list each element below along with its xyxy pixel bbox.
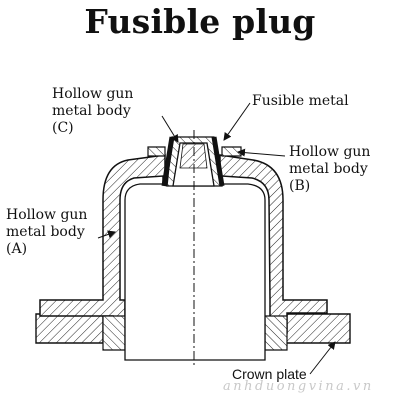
leader-body-a [97, 230, 116, 239]
leader-body-c [161, 115, 179, 143]
thread-left [102, 315, 126, 351]
body-a-shell [39, 154, 328, 335]
fusible-seal-left [161, 136, 175, 187]
label-body-b: Hollow gun metal body (B) [289, 144, 371, 194]
leader-crown-plate [309, 341, 336, 375]
leader-fusible-metal [223, 102, 251, 141]
crown-plate-left [35, 313, 104, 344]
watermark: anhduongvina.vn [223, 379, 374, 394]
label-body-a: Hollow gun metal body (A) [6, 207, 88, 257]
body-b-ring [147, 146, 166, 157]
crown-plate-right [277, 313, 351, 344]
label-crown-plate: Crown plate [232, 366, 307, 382]
label-fusible-metal: Fusible metal [252, 93, 349, 109]
body-b-ring-right [221, 146, 242, 157]
label-body-c: Hollow gun metal body (C) [52, 86, 134, 136]
inner-bore [124, 183, 266, 361]
diagram-title: Fusible plug [84, 2, 316, 41]
leader-body-b [237, 148, 286, 157]
fusible-seal-right [211, 136, 225, 187]
thread-right [264, 315, 288, 351]
